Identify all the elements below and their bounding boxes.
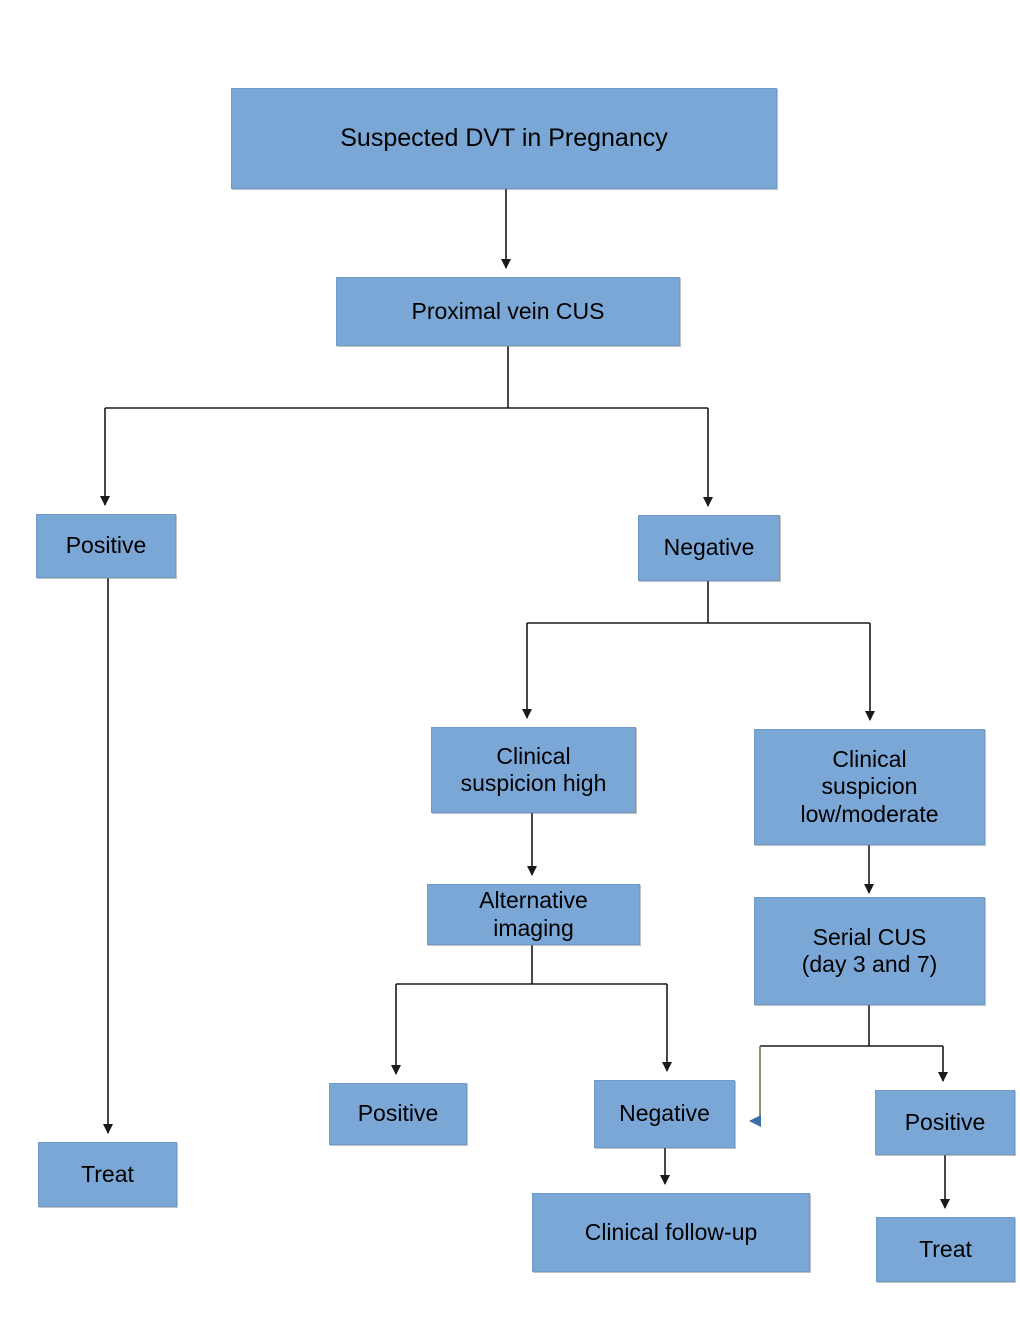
edge-serial-cus-to-negative-blue: [749, 1046, 761, 1127]
node-suspected-dvt-in-pregnancy[interactable]: Suspected DVT in Pregnancy: [231, 88, 777, 189]
node-clinical-suspicion-high[interactable]: Clinical suspicion high: [431, 727, 636, 813]
node-alternative-imaging[interactable]: Alternative imaging: [427, 884, 640, 945]
node-cus-positive[interactable]: Positive: [36, 514, 176, 578]
node-serial-cus[interactable]: Serial CUS (day 3 and 7): [754, 897, 985, 1005]
node-treat-right[interactable]: Treat: [876, 1217, 1015, 1282]
node-alternative-imaging-positive[interactable]: Positive: [329, 1083, 467, 1145]
node-proximal-vein-cus[interactable]: Proximal vein CUS: [336, 277, 680, 346]
node-clinical-suspicion-low-moderate[interactable]: Clinical suspicion low/moderate: [754, 729, 985, 845]
node-clinical-follow-up[interactable]: Clinical follow-up: [532, 1193, 810, 1272]
node-serial-cus-positive[interactable]: Positive: [875, 1090, 1015, 1155]
node-alternative-imaging-negative[interactable]: Negative: [594, 1080, 735, 1148]
node-treat-left[interactable]: Treat: [38, 1142, 177, 1207]
node-cus-negative[interactable]: Negative: [638, 515, 780, 581]
